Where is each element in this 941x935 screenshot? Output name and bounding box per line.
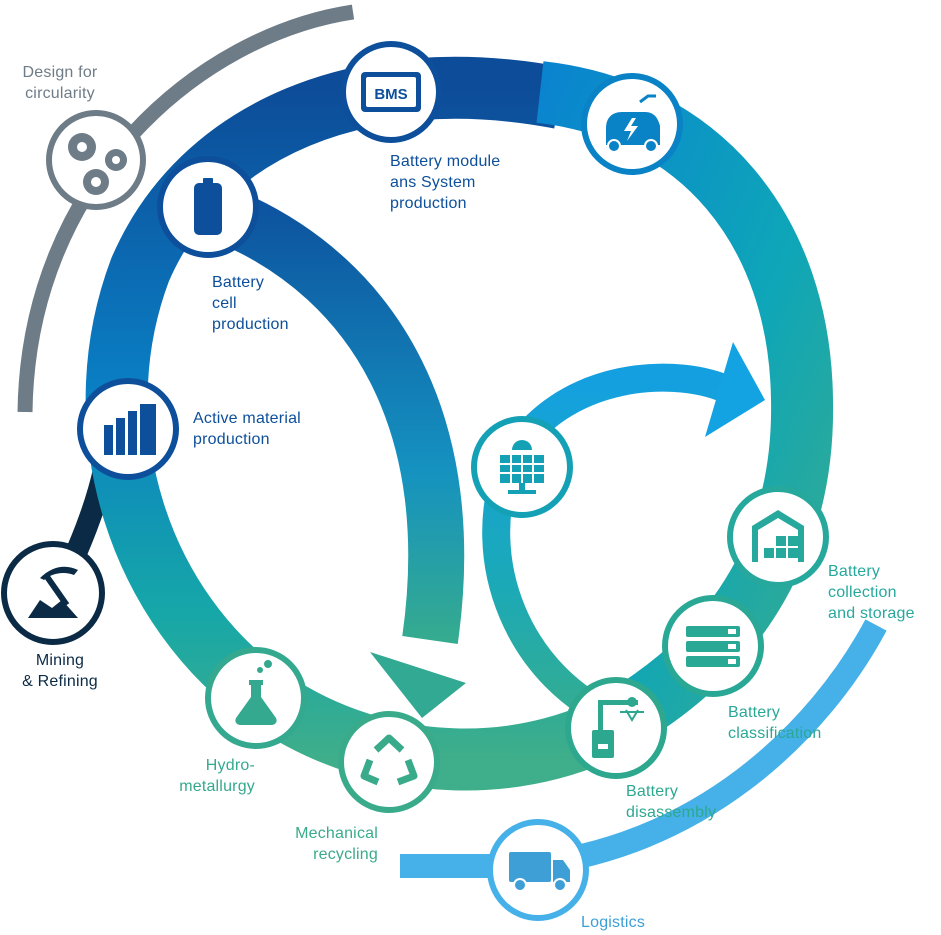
svg-text:BMS: BMS [374,86,407,103]
label-design: Design for circularity [22,64,98,102]
node-active [77,378,179,480]
label-cell: Battery cell production [212,274,289,333]
node-solar [471,416,573,518]
node-mining [1,541,105,645]
node-collection [727,486,829,588]
node-hydro [205,647,307,749]
inner-arrow-head [370,652,466,718]
label-bms: Battery module ans System production [390,153,501,212]
label-active: Active material production [193,410,301,448]
recycle-icon [360,734,418,786]
node-bms: BMS [340,41,442,143]
node-disassembly [565,677,667,779]
label-collection: Battery collection and storage [828,563,915,622]
inner-arrow-body [213,189,465,644]
solar-panel-icon [500,440,544,494]
node-design [46,110,146,210]
flask-icon [235,660,277,725]
robot-arm-icon [592,697,644,758]
node-cell [157,156,259,258]
second-life-arrow-head [705,342,765,437]
label-logistics: Logistics [581,914,646,931]
node-ev [581,73,683,175]
node-classification [662,595,764,697]
gears-icon [68,133,127,195]
bms-module-icon: BMS [361,72,421,112]
warehouse-icon [752,510,804,562]
battery-cell-icon [194,178,222,235]
truck-icon [509,852,570,892]
label-disassembly: Battery disassembly [626,783,717,821]
label-mech: Mechanical recycling [295,825,378,863]
pickaxe-icon [28,566,78,618]
server-rack-icon [686,626,740,667]
node-logistics [487,819,589,921]
label-hydro: Hydro- metallurgy [179,757,255,795]
label-mining: Mining & Refining [22,652,98,690]
label-classification: Battery classification [728,704,822,742]
factory-icon [104,404,156,455]
electric-car-icon [606,94,660,153]
node-mech [338,711,440,813]
